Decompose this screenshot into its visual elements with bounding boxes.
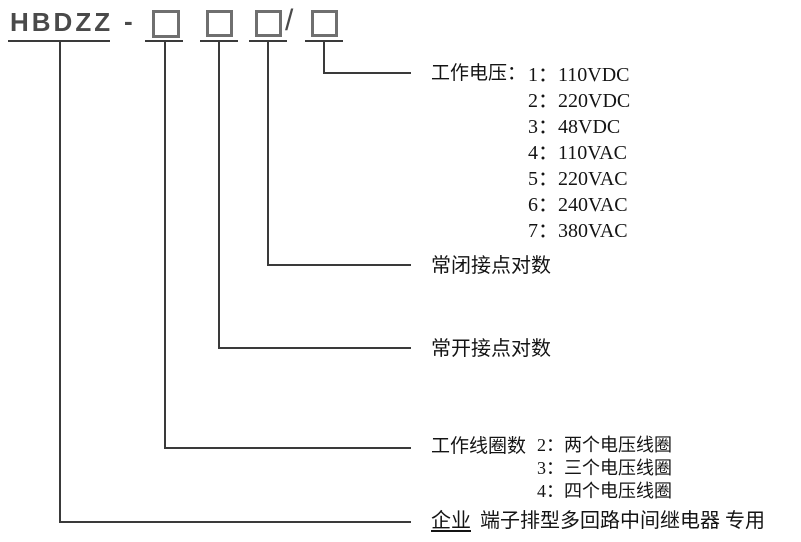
connector-vertical-voltage	[323, 41, 325, 74]
coil-count-options: 2：两个电压线圈 3：三个电压线圈 4：四个电压线圈	[537, 434, 672, 503]
connector-vertical-nc-contacts	[267, 41, 269, 266]
placeholder-box-coil-count	[152, 10, 180, 38]
placeholder-box-voltage	[311, 10, 338, 37]
working-voltage-options: 1：110VDC 2：220VDC 3：48VDC 4：110VAC 5：220…	[528, 62, 630, 244]
placeholder-box-nc-contacts	[255, 10, 282, 37]
coil-option: 4：四个电压线圈	[537, 481, 672, 501]
no-contacts-label: 常开接点对数	[431, 338, 551, 360]
voltage-option: 7：380VAC	[528, 220, 628, 242]
base-description-text: 端子排型多回路中间继电器 专用	[480, 510, 765, 532]
placeholder-box-no-contacts	[206, 10, 233, 37]
voltage-option: 4：110VAC	[528, 142, 627, 164]
connector-horizontal-base	[59, 521, 411, 523]
connector-horizontal-nc-contacts	[267, 264, 411, 266]
voltage-option: 3：48VDC	[528, 116, 621, 138]
connector-vertical-no-contacts	[218, 41, 220, 349]
voltage-option: 2：220VDC	[528, 90, 631, 112]
connector-horizontal-no-contacts	[218, 347, 411, 349]
connector-horizontal-coil-count	[164, 447, 411, 449]
coil-option: 3：三个电压线圈	[537, 458, 672, 478]
separator-slash: /	[285, 4, 294, 37]
nc-contacts-label: 常闭接点对数	[431, 255, 551, 277]
model-prefix: HBDZZ	[10, 7, 114, 37]
connector-horizontal-voltage	[323, 72, 411, 74]
voltage-option: 1：110VDC	[528, 64, 630, 86]
voltage-option: 6：240VAC	[528, 194, 628, 216]
base-description-company: 企业	[431, 510, 471, 532]
connector-vertical-coil-count	[164, 41, 166, 449]
separator-dash: -	[124, 6, 133, 36]
base-description: 企业端子排型多回路中间继电器 专用	[431, 510, 765, 532]
coil-option: 2：两个电压线圈	[537, 435, 672, 455]
connector-vertical-base	[59, 41, 61, 523]
voltage-option: 5：220VAC	[528, 168, 628, 190]
coil-count-label: 工作线圈数	[431, 436, 527, 457]
working-voltage-label: 工作电压：	[431, 63, 527, 84]
